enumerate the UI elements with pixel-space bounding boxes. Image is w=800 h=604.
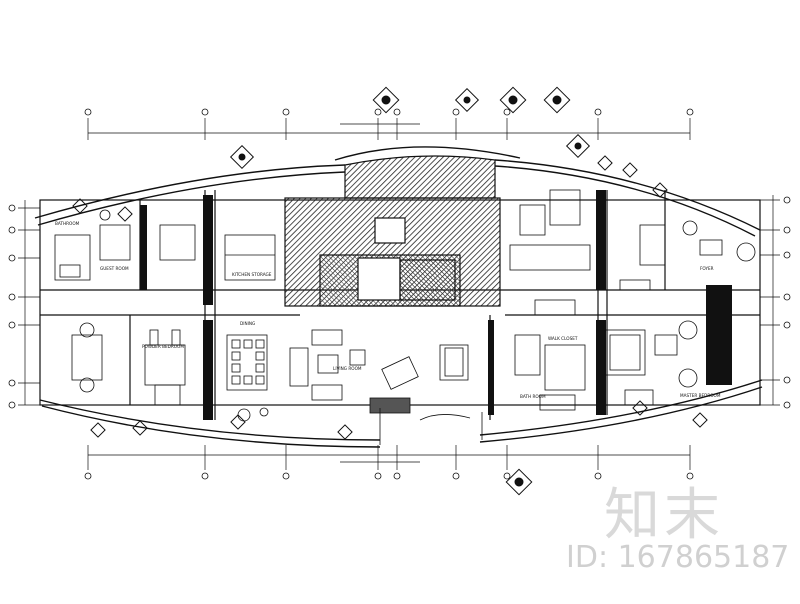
grid-markers-top [84, 108, 694, 116]
label-kitchen-store: KITCHEN STORAGE [232, 272, 272, 277]
structural-columns [140, 190, 732, 420]
grid-markers-left [8, 204, 16, 409]
grid-markers-right [783, 196, 791, 409]
label-walk-closet: WALK CLOSET [548, 336, 578, 341]
label-left-room: GUEST ROOM [100, 266, 129, 271]
watermark-id: ID: 167865187 [566, 540, 790, 575]
right-wing-furniture [509, 189, 756, 411]
exterior-curved-walls [34, 146, 763, 448]
left-dimension-line [18, 200, 40, 406]
section-markers [72, 86, 708, 496]
room-labels: GUEST ROOM BATHROOM KITCHEN STORAGE POWD… [55, 221, 721, 399]
grid-markers-bottom [84, 472, 694, 480]
bottom-dimension-line [87, 445, 691, 470]
label-dining: DINING [240, 321, 255, 326]
living-furniture [226, 329, 483, 445]
label-living: LIVING ROOM [333, 366, 362, 371]
top-dimension-line [87, 118, 691, 140]
label-left-bath: BATHROOM [55, 221, 80, 226]
right-dimension-line [760, 195, 780, 406]
left-wing-furniture [54, 209, 276, 406]
central-core [284, 155, 501, 307]
label-powder: POWDER BEDROOM [142, 344, 184, 349]
label-master-bath: BATH ROOM [520, 394, 546, 399]
label-master-bedroom: MASTER BEDROOM [680, 393, 721, 398]
label-entry: FOYER [700, 266, 714, 271]
watermark-logo: 知末 [604, 483, 724, 548]
